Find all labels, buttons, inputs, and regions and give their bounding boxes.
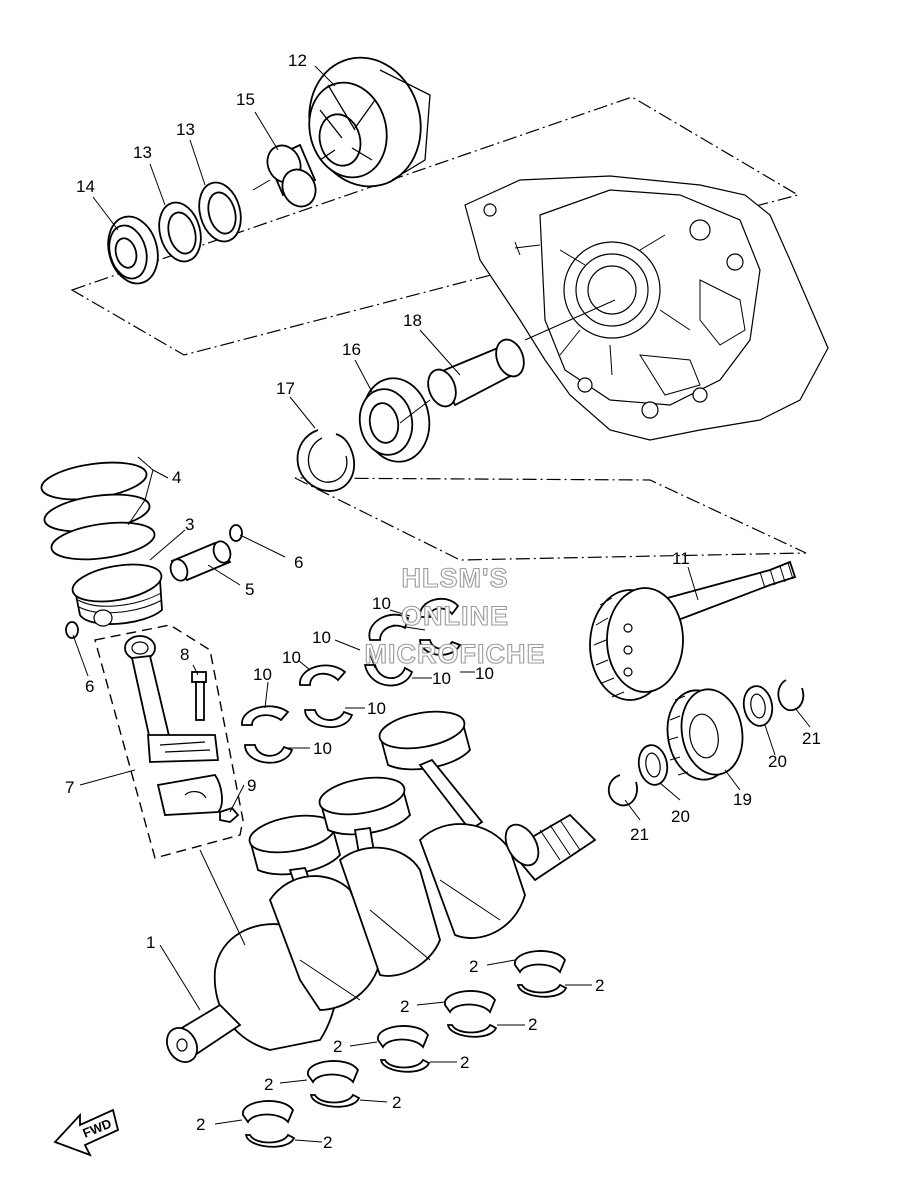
conrod-assembly-box [94,624,244,859]
label-2g: 2 [264,1075,273,1094]
middle-bearing-frame [294,477,807,561]
label-7: 7 [65,778,74,797]
label-10c: 10 [282,648,301,667]
label-2f: 2 [460,1053,469,1072]
label-11: 11 [672,549,690,568]
label-2h: 2 [392,1093,401,1112]
shaft-sleeve [427,338,525,408]
conrod-bolt [191,671,207,721]
oil-seal-13a [158,201,202,263]
thrust-washer-20a [637,744,669,786]
watermark-line1: HLSM'S [402,563,509,593]
main-bearings [242,950,568,1148]
label-8: 8 [180,645,189,664]
label-10h: 10 [313,739,332,758]
label-2a: 2 [469,957,478,976]
label-1: 1 [146,933,155,952]
label-2c: 2 [400,997,409,1016]
piston [71,563,163,627]
label-10b: 10 [312,628,331,647]
conrod-bearing-lower-pairs [241,664,354,764]
label-21b: 21 [802,729,821,748]
label-14: 14 [76,177,95,196]
upper-bearing-frame [70,96,800,356]
thrust-washer-20b [742,685,774,727]
label-10f: 10 [475,664,494,683]
circlip-21b [777,679,805,712]
label-5: 5 [245,580,254,599]
label-9: 9 [247,776,256,795]
piston-pin [169,540,232,582]
ball-bearing-14 [107,215,159,285]
conrod-nut [219,806,240,823]
stator-hub [308,56,431,188]
label-10e: 10 [432,669,451,688]
label-3: 3 [185,515,194,534]
ball-bearing-16 [358,377,431,463]
piston-pin-clip-upper [229,524,243,542]
idler-gear [666,688,744,781]
circlip-21a [607,774,638,807]
label-21a: 21 [630,825,649,844]
label-18: 18 [403,311,422,330]
label-2e: 2 [333,1037,342,1056]
watermark-line3: MICROFICHE [365,639,546,669]
label-15: 15 [236,90,255,109]
watermark: HLSM'S ONLINE MICROFICHE [364,562,546,669]
bushing [266,143,317,208]
label-16: 16 [342,340,361,359]
oil-seal-13b [198,181,242,243]
label-13b: 13 [176,120,195,139]
conrod-bearing-upper-pair [363,597,462,687]
label-2b: 2 [595,976,604,995]
label-2d: 2 [528,1015,537,1034]
connecting-rod [124,635,223,816]
leader-lines [72,65,811,1143]
crankcase-cover [464,175,829,441]
label-10d: 10 [253,665,272,684]
label-4: 4 [172,468,181,487]
crankshaft-assembly [166,710,597,1063]
label-2i: 2 [196,1115,205,1134]
label-2j: 2 [323,1133,332,1152]
forward-arrow-icon: FWD [53,1108,120,1157]
label-10a: 10 [372,594,391,613]
label-6a: 6 [294,553,303,572]
piston-pin-clip-lower [65,621,79,639]
label-13a: 13 [133,143,152,162]
part-labels: 12 15 13 13 14 18 16 17 4 3 6 5 6 7 8 9 … [65,51,821,1152]
label-19: 19 [733,790,752,809]
label-10g: 10 [367,699,386,718]
piston-rings [40,461,156,561]
label-17: 17 [276,379,295,398]
label-12: 12 [288,51,307,70]
label-20a: 20 [671,807,690,826]
watermark-line2: ONLINE [401,601,509,631]
circlip-17 [296,429,355,492]
label-6b: 6 [85,677,94,696]
drive-shaft-gear [589,560,797,701]
label-20b: 20 [768,752,787,771]
